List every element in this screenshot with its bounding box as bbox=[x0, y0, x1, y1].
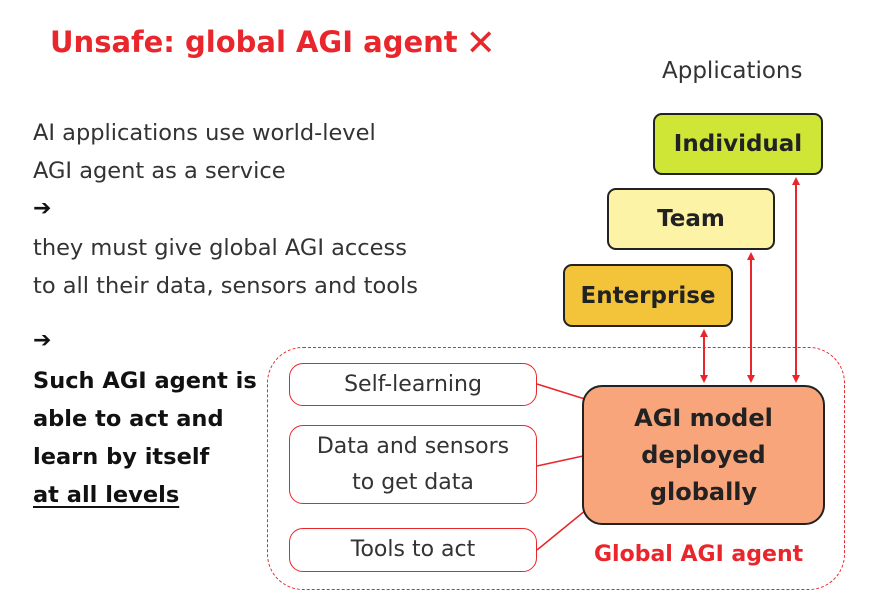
bold-line-1: Such AGI agent is bbox=[33, 368, 257, 394]
self-learning-box: Self-learning bbox=[289, 363, 537, 406]
cross-icon: ✕ bbox=[465, 23, 496, 64]
enterprise-box: Enterprise bbox=[563, 264, 733, 327]
global-agent-label: Global AGI agent bbox=[594, 542, 804, 567]
bold-line-4: at all levels bbox=[33, 476, 179, 514]
link-data-sensors bbox=[536, 455, 584, 467]
data-sensors-box: Data and sensors to get data bbox=[289, 425, 537, 504]
link-self-learning bbox=[536, 383, 589, 401]
text-line-3: they must give global AGI access bbox=[33, 235, 407, 261]
bold-line-3: learn by itself bbox=[33, 444, 210, 470]
tools-box: Tools to act bbox=[289, 528, 537, 572]
bold-line-2: able to act and bbox=[33, 406, 224, 432]
agi-model-box: AGI model deployed globally bbox=[582, 385, 825, 525]
text-line-1: AI applications use world-level bbox=[33, 120, 376, 146]
underlined-text: at all levels bbox=[33, 482, 180, 508]
global-agent-region bbox=[267, 347, 845, 590]
arrow-right-icon-2: ➔ bbox=[33, 328, 52, 353]
individual-box: Individual bbox=[653, 113, 823, 175]
text-line-4: to all their data, sensors and tools bbox=[33, 273, 418, 299]
text-line-2: AGI agent as a service bbox=[33, 158, 286, 184]
applications-label: Applications bbox=[662, 58, 803, 84]
link-tools bbox=[536, 509, 587, 551]
title-text: Unsafe: global AGI agent bbox=[50, 25, 458, 59]
diagram-title: Unsafe: global AGI agent✕ bbox=[50, 20, 496, 64]
team-box: Team bbox=[607, 188, 775, 250]
arrow-right-icon: ➔ bbox=[33, 196, 52, 221]
